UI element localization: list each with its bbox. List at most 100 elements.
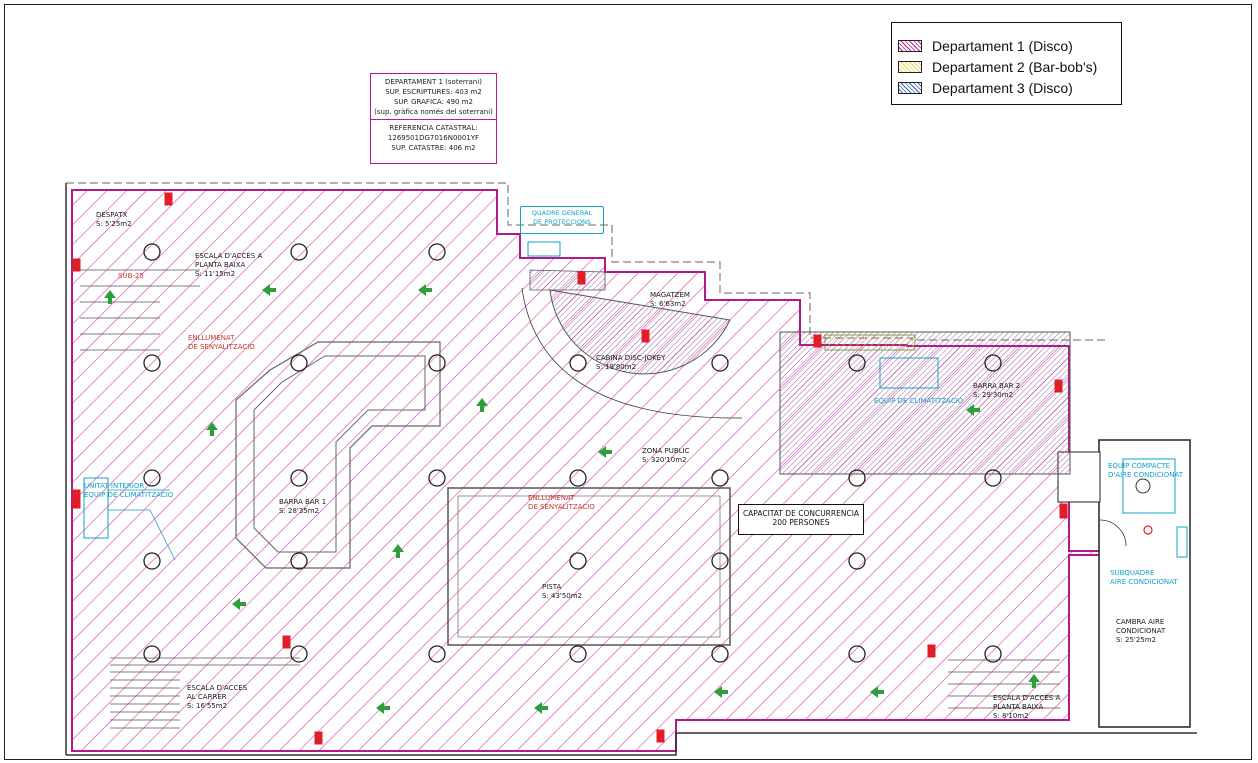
room-label-cambra: CAMBRA AIRE CONDICIONAT S: 25'25m2: [1116, 618, 1165, 645]
equip-compacte-label: EQUIP COMPACTE D'AIRE CONDICIONAT: [1108, 462, 1183, 480]
pista-outline-inner: [457, 495, 721, 638]
column: [569, 645, 587, 663]
annotation-line: SUBQUADRE: [1110, 569, 1155, 577]
barra-bar1-counter: [235, 341, 441, 569]
capacity-box: CAPACITAT DE CONCURRENCIA 200 PERSONES: [738, 504, 864, 535]
exit-arrow-icon: [262, 284, 276, 296]
exit-arrow-icon: [232, 598, 246, 610]
column: [143, 469, 161, 487]
drawing-frame: [4, 4, 1252, 760]
extintor-icon: [927, 644, 936, 658]
column: [711, 469, 729, 487]
room-area: S: 320'10m2: [642, 456, 687, 464]
extintor-icon: [72, 489, 81, 509]
room-name: ESCALA D'ACCÉS A: [195, 252, 263, 260]
subquadre-label: SUBQUADRE AIRE CONDICIONAT: [1110, 569, 1178, 587]
info-line: DEPARTAMENT 1 (soterrani): [385, 78, 482, 86]
exit-arrow-icon: [376, 702, 390, 714]
annotation-line: AIRE CONDICIONAT: [1110, 578, 1178, 586]
legend-item-dept3: Departament 3 (Disco): [898, 77, 1121, 98]
cabina-dj-outer-arc: [521, 287, 743, 419]
room-label-zona-public: ZONA PUBLIC S: 320'10m2: [642, 447, 690, 465]
column: [711, 645, 729, 663]
stairs-escala-baixa-right: [948, 659, 1060, 709]
room-area: S: 5'25m2: [96, 220, 132, 228]
info-separator: [371, 119, 496, 120]
room-name: MAGATZEM: [650, 291, 690, 299]
column: [428, 243, 446, 261]
legend-label: Departament 1 (Disco): [932, 37, 1073, 54]
unitat-bar2: [879, 357, 939, 389]
unitat-interior-clima: [83, 477, 109, 539]
extintor-icon: [164, 192, 173, 206]
exit-arrow-icon: [598, 446, 612, 458]
clima-duct: [108, 489, 176, 561]
room-label-barra-bar2: BARRA BAR 2 S: 29'30m2: [973, 382, 1020, 400]
column: [848, 645, 866, 663]
column: [143, 645, 161, 663]
cabina-dj-area: [529, 269, 606, 291]
column: [984, 354, 1002, 372]
info-box: DEPARTAMENT 1 (soterrani) SUP. ESCRIPTUR…: [370, 73, 497, 164]
dept1-swatch: [898, 39, 922, 52]
annotation-line: EQUIP COMPACTE: [1108, 462, 1171, 470]
room-label-pista: PISTA S: 43'50m2: [542, 583, 582, 601]
legend-item-dept1: Departament 1 (Disco): [898, 35, 1121, 56]
cambra-door-swing: [1099, 519, 1127, 547]
room-name: BARRA BAR 2: [973, 382, 1021, 390]
info-line: REFERENCIA CATASTRAL:: [389, 124, 478, 132]
column: [290, 552, 308, 570]
annotation-line: ENLLUMENAT: [188, 334, 235, 342]
quadre-general-label: QUADRE GENERAL DE PROTECCIONS: [520, 206, 604, 234]
equip-clima-bar2-label: EQUIP DE CLIMATITZACIO: [874, 397, 964, 405]
pista-outline: [447, 487, 731, 646]
info-line: SUP. CATASTRE: 406 m2: [391, 144, 476, 152]
info-line: 1269501DG7016N0001YF: [387, 134, 480, 142]
equip-compacte-fan: [1135, 478, 1151, 494]
exit-arrow-icon: [476, 398, 488, 412]
quadre-line: DE PROTECCIONS: [533, 218, 591, 226]
column: [143, 552, 161, 570]
room-name: ESCALA D'ACCES: [187, 684, 248, 692]
extintor-icon: [314, 731, 323, 745]
dept2-swatch: [898, 60, 922, 73]
room-area: S: 25'25m2: [1116, 636, 1157, 644]
column: [848, 552, 866, 570]
exit-arrow-icon: [392, 544, 404, 558]
room-area: S: 8'10m2: [993, 712, 1029, 720]
column: [428, 469, 446, 487]
extintor-icon: [282, 635, 291, 649]
info-line: SUP. ESCRIPTURES: 403 m2: [385, 88, 482, 96]
fire-equipment: [72, 192, 1068, 745]
barra-bar2-counter: [824, 334, 916, 351]
exit-arrow-icon: [870, 686, 884, 698]
room-name: BARRA BAR 1: [279, 498, 327, 506]
subquadre-box: [1176, 526, 1188, 558]
column: [143, 243, 161, 261]
column: [428, 645, 446, 663]
capacity-line: 200 PERSONES: [772, 518, 830, 527]
property-boundary-bottom: [66, 732, 1197, 756]
extintor-icon: [641, 329, 650, 343]
annotation-line: ENLLUMENAT: [528, 494, 575, 502]
room-area: S: 6'63m2: [650, 300, 686, 308]
room-name: ZONA PUBLIC: [642, 447, 690, 455]
barra-bar2-area: [779, 331, 1071, 475]
column: [290, 645, 308, 663]
cambra-vestibule: [1057, 451, 1101, 503]
sub25-label: SUB-25: [118, 272, 144, 280]
extintor-icon: [1143, 525, 1153, 535]
extintor-icon: [813, 334, 822, 348]
room-label-magatzem: MAGATZEM S: 6'63m2: [650, 291, 690, 309]
quadre-general-panel: [527, 241, 561, 257]
room-area: S: 11'15m2: [195, 270, 236, 278]
column: [569, 552, 587, 570]
room-area: S: 29'30m2: [973, 391, 1014, 399]
info-line: SUP. GRAFICA: 490 m2: [393, 98, 474, 106]
unitat-interior-label: UNITAT INTERIOR EQUIP DE CLIMATITZACIO: [84, 482, 173, 500]
column: [984, 469, 1002, 487]
column: [848, 469, 866, 487]
column: [711, 354, 729, 372]
exit-arrow-icon: [1028, 674, 1040, 688]
room-label-despatx: DESPATX S: 5'25m2: [96, 211, 132, 229]
